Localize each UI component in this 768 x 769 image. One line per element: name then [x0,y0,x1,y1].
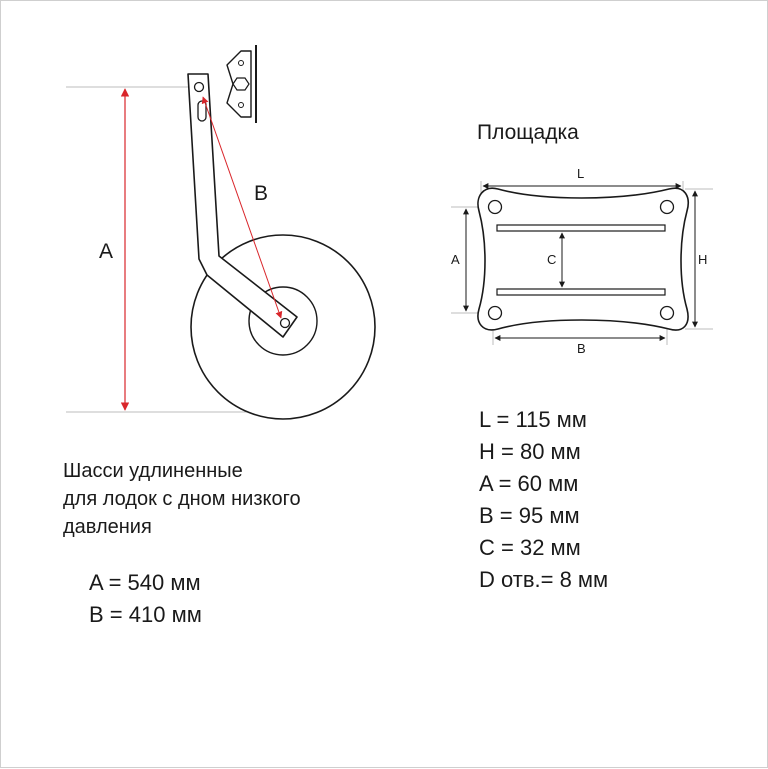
pad-spec-line: D отв.= 8 мм [479,567,609,592]
dimension-b-arrow [201,96,283,319]
bracket-bolt [238,60,244,66]
pad-spec-line: A = 60 мм [479,471,579,496]
pad-specs: L = 115 мм H = 80 мм A = 60 мм B = 95 мм… [479,404,608,596]
pad-title: Площадка [477,121,579,144]
description-line: Шасси удлиненные [63,460,243,482]
bracket-bolt [238,102,244,108]
chassis-specs: A = 540 мм B = 410 мм [89,567,202,631]
bracket-hex-nut [232,77,250,91]
pad-slot [496,224,666,232]
pad-hole [659,305,675,321]
pad-spec-line: B = 95 мм [479,503,580,528]
pad-spec-line: H = 80 мм [479,439,581,464]
pad-label-c: C [547,252,557,267]
pad-plate [477,187,689,331]
description-line: давления [63,516,152,538]
pad-label-h: H [698,252,708,267]
pad-hole [487,199,503,215]
pad-label-b: B [577,341,586,356]
label-b-wheel: B [254,182,269,205]
strut-slot [197,100,207,122]
chassis-spec-line: A = 540 мм [89,570,201,595]
strut-top-hole [193,81,205,93]
pad-label-a: A [451,252,460,267]
pad-spec-line: C = 32 мм [479,535,581,560]
label-a-wheel: A [99,240,114,263]
pad-slot [496,288,666,296]
pad-hole [659,199,675,215]
mounting-pad [451,181,713,345]
chassis-spec-line: B = 410 мм [89,602,202,627]
axle-hole [279,317,291,329]
chassis-description: Шасси удлиненные для лодок с дном низког… [63,457,301,541]
pad-spec-line: L = 115 мм [479,407,587,432]
description-line: для лодок с дном низкого [63,488,301,510]
pad-label-l: L [577,166,585,181]
pad-hole [487,305,503,321]
wheel-chassis [66,45,376,420]
